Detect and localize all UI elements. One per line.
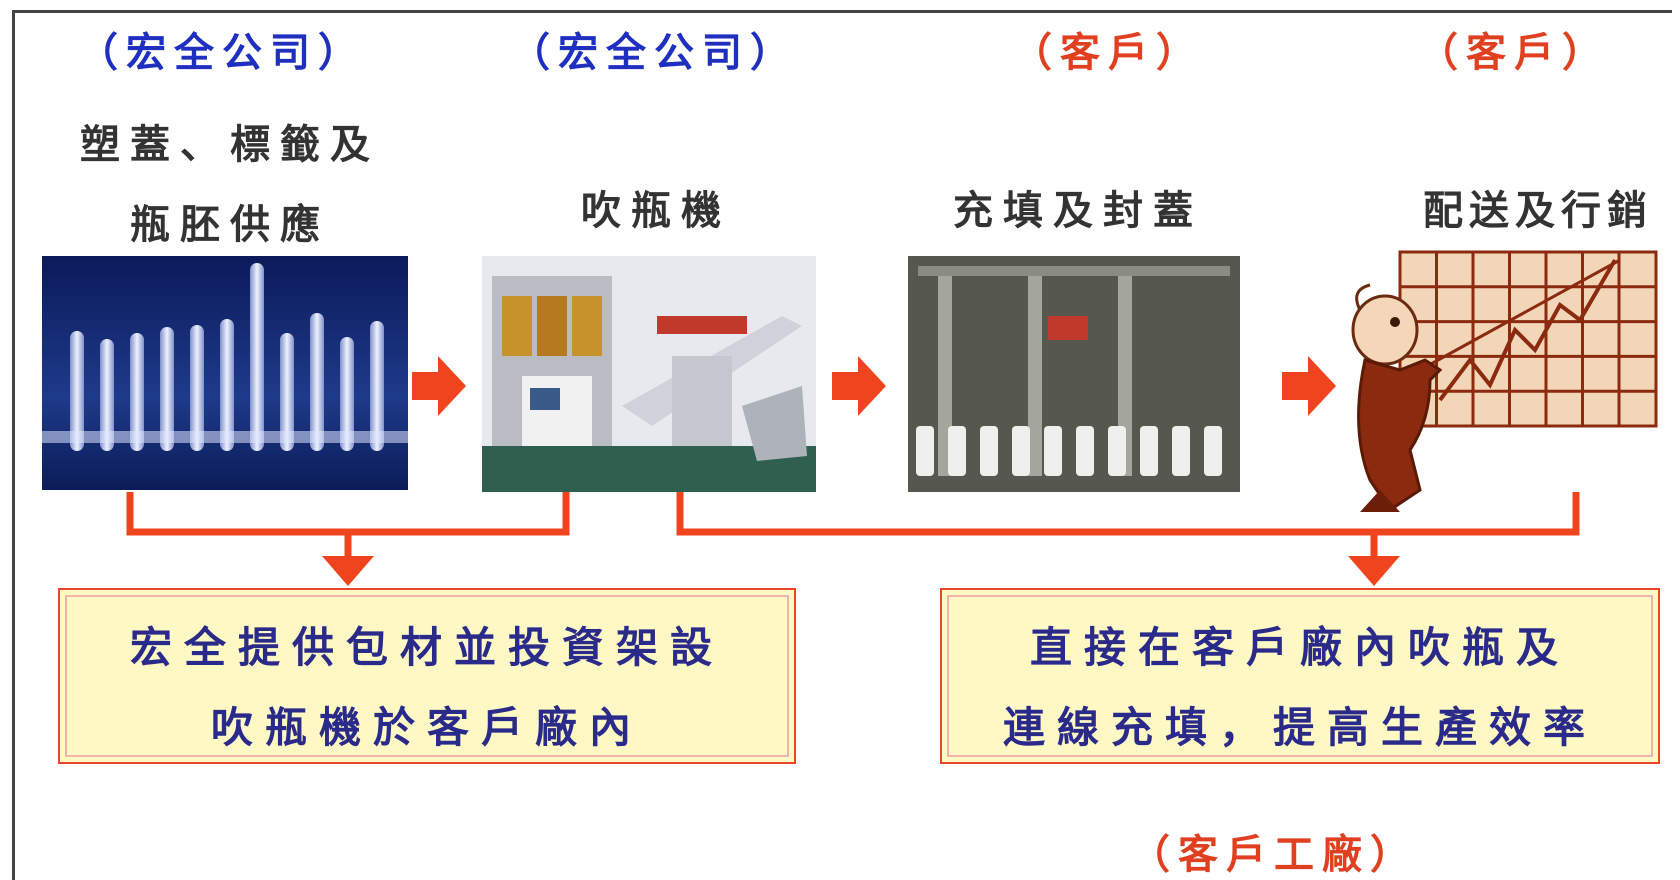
preform [340,337,354,451]
note-box-right: 直接在客戶廠內吹瓶及 連線充填，提高生產效率 [940,588,1660,764]
bottle [1044,426,1062,476]
note-right-line2: 連線充填，提高生產效率 [1002,703,1597,752]
note-left-line2: 吹瓶機於客戶廠內 [210,703,643,752]
bottle [1012,426,1030,476]
arrow-down-right [1348,556,1400,586]
preform [250,263,264,451]
preform [370,321,384,451]
preform [130,333,144,451]
note-left-line1: 宏全提供包材並投資架設 [129,623,724,672]
bottle [948,426,966,476]
preform [100,339,114,451]
bracket-left [126,492,570,536]
owner-label-3: （客戶） [1012,29,1204,76]
preform [190,325,204,451]
preform [70,331,84,451]
arrow-right-1 [412,356,466,416]
bottle [1204,426,1222,476]
owner-label-2: （宏全公司） [510,29,798,76]
arrow-right-2 [832,356,886,416]
blow-molding-machine-photo [482,256,816,492]
stage-4-label: 配送及行銷 [1423,187,1653,234]
bottle [980,426,998,476]
bottle [1172,426,1190,476]
arrow-right-3 [1282,356,1336,416]
diagram-frame [12,10,1672,880]
owner-label-1: （宏全公司） [78,29,366,76]
arrow-down-left [322,556,374,586]
bottle [1140,426,1158,476]
stage-1-label-line2: 瓶胚供應 [130,201,330,248]
note-right-line1: 直接在客戶廠內吹瓶及 [1029,623,1570,672]
preform [310,313,324,451]
note-box-left: 宏全提供包材並投資架設 吹瓶機於客戶廠內 [58,588,796,764]
owner-label-4: （客戶） [1418,29,1610,76]
bottle [916,426,934,476]
filling-capping-line-photo [908,256,1240,492]
footer-label: （客戶工廠） [1130,831,1418,878]
bracket-right [676,492,1580,536]
preform [280,333,294,451]
marketing-chart-cartoon [1340,250,1660,520]
bottle [1108,426,1126,476]
preform-photo [42,256,408,490]
stage-2-label: 吹瓶機 [581,187,731,234]
stage-1-label-line1: 塑蓋、標籤及 [80,121,380,168]
stage-3-label: 充填及封蓋 [953,187,1203,234]
preform [160,327,174,451]
preform [220,319,234,451]
bottle [1076,426,1094,476]
